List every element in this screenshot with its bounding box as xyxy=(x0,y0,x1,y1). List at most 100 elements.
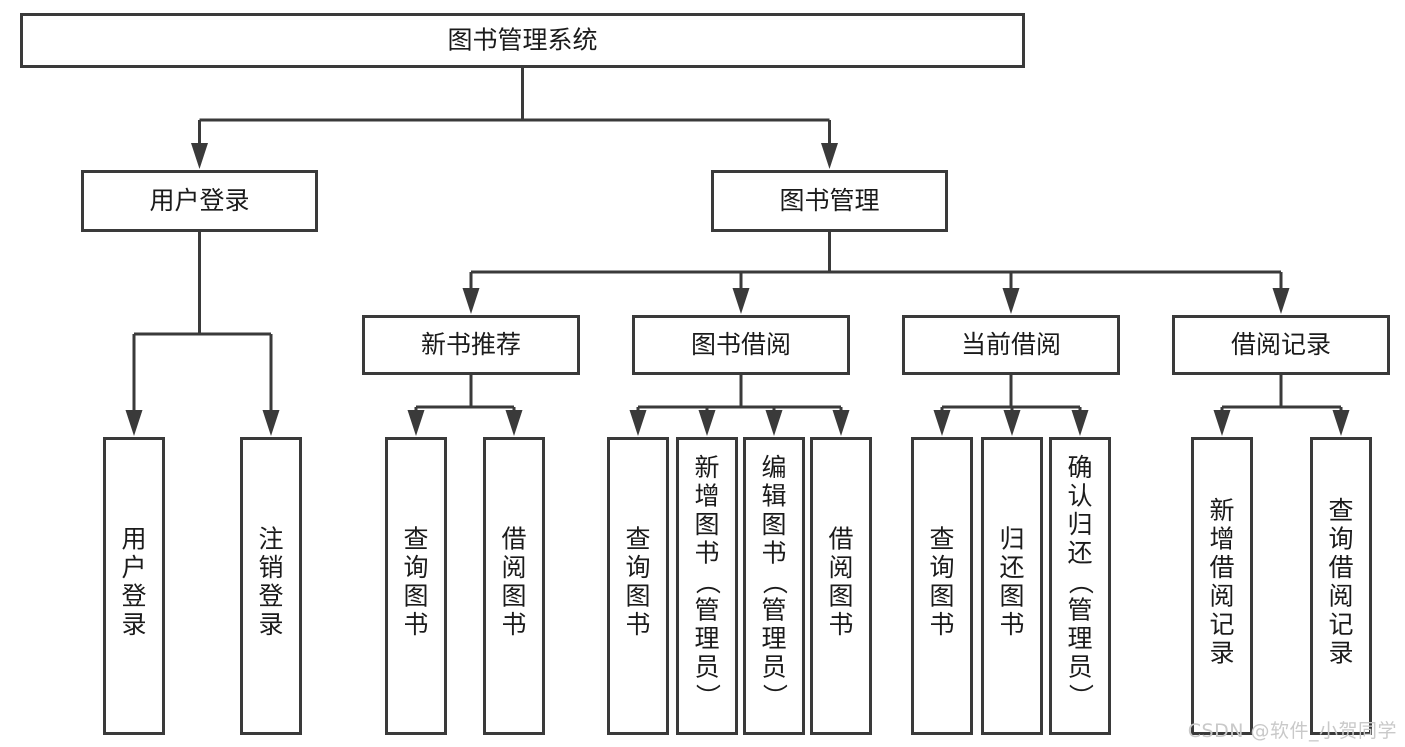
node-label-char: 查 xyxy=(929,524,954,553)
node-box[interactable] xyxy=(1310,437,1372,735)
arrowhead-icon xyxy=(125,410,143,436)
node-box[interactable] xyxy=(81,170,318,232)
node-label-char: 增 xyxy=(1209,524,1234,553)
arrowhead-icon xyxy=(1272,288,1290,314)
node-box[interactable] xyxy=(1049,437,1111,735)
node-label-char: ） xyxy=(1066,683,1095,708)
edge-group-new-book-recommend xyxy=(407,375,523,436)
node-box[interactable] xyxy=(483,437,545,735)
node-label-char: 书 xyxy=(403,610,428,639)
node-label-char: 辑 xyxy=(761,482,786,511)
node-label-char: 认 xyxy=(1067,482,1092,511)
node-label-char: 图 xyxy=(828,581,853,610)
node-box[interactable] xyxy=(810,437,872,735)
node-label-char: 查 xyxy=(403,524,428,553)
arrowhead-icon xyxy=(1003,410,1021,436)
node-label-char: 查 xyxy=(1328,496,1353,525)
node-label-char: 书 xyxy=(625,610,650,639)
node-label-char: 图 xyxy=(501,581,526,610)
node-box[interactable] xyxy=(711,170,948,232)
node-current-borrow[interactable]: 当前借阅 xyxy=(902,315,1120,375)
node-box[interactable] xyxy=(676,437,738,735)
arrowhead-icon xyxy=(698,410,716,436)
node-book-manage[interactable]: 图书管理 xyxy=(711,170,948,232)
node-label-char: 新 xyxy=(1209,496,1234,525)
node-box[interactable] xyxy=(632,315,850,375)
node-label-char: 理 xyxy=(1067,624,1092,653)
node-label-char: 理 xyxy=(694,624,719,653)
node-label: 图书借阅 xyxy=(691,330,791,359)
node-box[interactable] xyxy=(981,437,1043,735)
edge-group-current-borrow xyxy=(933,375,1089,436)
node-label-char: 管 xyxy=(1067,596,1092,625)
node-label-char: （ xyxy=(760,569,789,594)
node-user-login[interactable]: 用户登录 xyxy=(81,170,318,232)
node-label-char: 录 xyxy=(1209,638,1234,667)
node-label-char: 图 xyxy=(694,510,719,539)
node-label-char: 阅 xyxy=(1209,581,1234,610)
node-new-book-recommend[interactable]: 新书推荐 xyxy=(362,315,580,375)
node-label-char: 新 xyxy=(694,453,719,482)
node-box[interactable] xyxy=(240,437,302,735)
node-root[interactable]: 图书管理系统 xyxy=(20,13,1025,68)
node-label-char: （ xyxy=(1066,569,1095,594)
edge-group-user-login xyxy=(125,232,280,436)
node-label: 用户登录 xyxy=(149,186,249,215)
arrowhead-icon xyxy=(505,410,523,436)
node-label-char: 询 xyxy=(929,553,954,582)
node-box[interactable] xyxy=(911,437,973,735)
node-label-char: 还 xyxy=(1067,539,1092,568)
node-label-char: 图 xyxy=(403,581,428,610)
node-box[interactable] xyxy=(1191,437,1253,735)
node-box[interactable] xyxy=(103,437,165,735)
node-label-char: 书 xyxy=(929,610,954,639)
node-label-char: 户 xyxy=(121,553,146,582)
node-box[interactable] xyxy=(385,437,447,735)
node-box[interactable] xyxy=(743,437,805,735)
node-box[interactable] xyxy=(902,315,1120,375)
node-label-char: 增 xyxy=(694,482,719,511)
node-label-char: 记 xyxy=(1209,610,1234,639)
node-borrow-record[interactable]: 借阅记录 xyxy=(1172,315,1390,375)
node-box[interactable] xyxy=(20,13,1025,68)
node-label-char: 询 xyxy=(403,553,428,582)
node-box[interactable] xyxy=(607,437,669,735)
node-label-char: 管 xyxy=(694,596,719,625)
node-label-char: 注 xyxy=(258,524,283,553)
node-label-char: 销 xyxy=(258,553,283,582)
node-box[interactable] xyxy=(1172,315,1390,375)
node-leaf-user-login[interactable]: 用户登录 xyxy=(103,437,165,735)
node-label-char: 管 xyxy=(761,596,786,625)
edge-group-book-manage xyxy=(462,232,1290,314)
node-label-char: 归 xyxy=(1067,510,1092,539)
node-book-borrow[interactable]: 图书借阅 xyxy=(632,315,850,375)
node-label-char: 阅 xyxy=(1328,581,1353,610)
node-label-char: 借 xyxy=(828,524,853,553)
node-label-char: 归 xyxy=(999,524,1024,553)
node-label-char: 借 xyxy=(1328,553,1353,582)
node-label-char: 询 xyxy=(1328,524,1353,553)
edges-layer xyxy=(125,68,1350,436)
arrowhead-icon xyxy=(629,410,647,436)
node-label-char: 阅 xyxy=(828,553,853,582)
node-label-char: ） xyxy=(760,683,789,708)
node-label-char: 书 xyxy=(501,610,526,639)
edge-group-borrow-record xyxy=(1213,375,1350,436)
node-box[interactable] xyxy=(362,315,580,375)
node-label-char: 图 xyxy=(761,510,786,539)
arrowhead-icon xyxy=(407,410,425,436)
